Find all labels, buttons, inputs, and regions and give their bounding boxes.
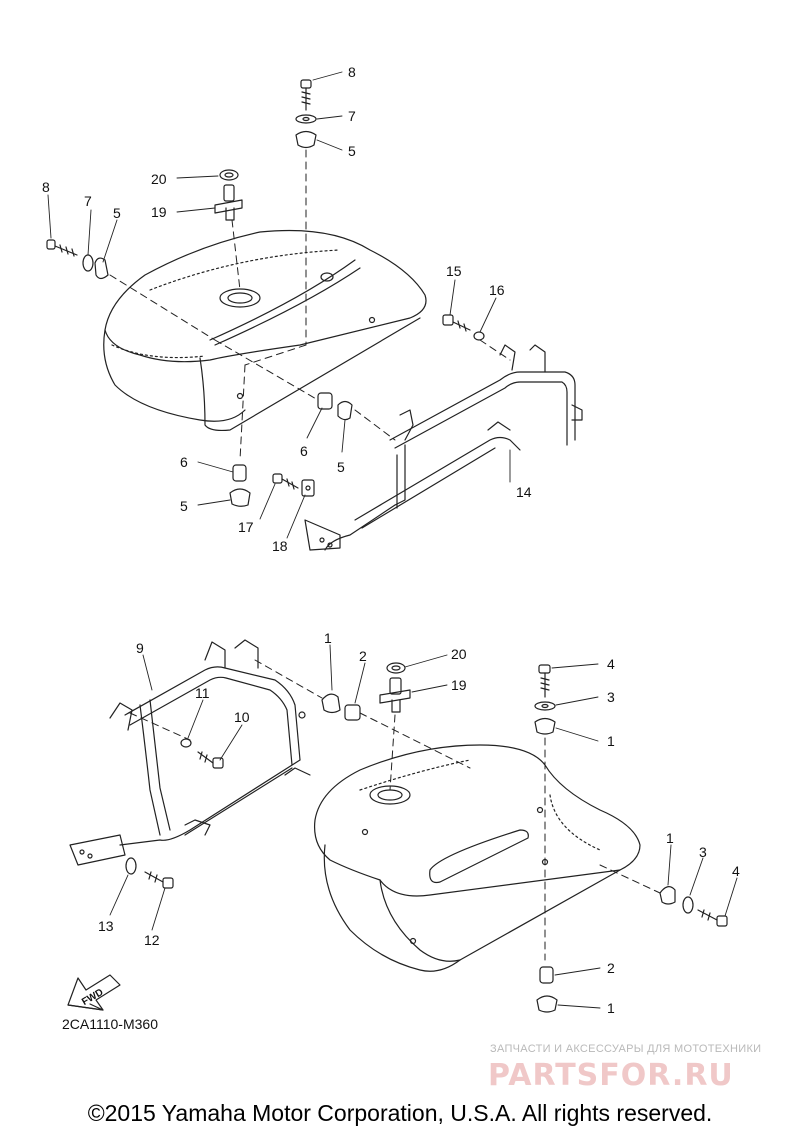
copyright-notice: ©2015 Yamaha Motor Corporation, U.S.A. A… [87, 1100, 713, 1126]
label-part-6: 6 [300, 443, 308, 459]
label-part-19: 19 [451, 677, 467, 693]
label-part-16: 16 [489, 282, 505, 298]
leader-lines-lower [109, 644, 738, 1009]
leader-dashes-upper [109, 149, 511, 461]
watermark-tagline: ЗАПЧАСТИ И АКСЕССУАРЫ ДЛЯ МОТОТЕХНИКИ [490, 1043, 762, 1055]
label-part-20: 20 [151, 171, 167, 187]
label-part-20: 20 [451, 646, 467, 662]
label-part-17: 17 [238, 519, 254, 535]
label-part-2: 2 [607, 960, 615, 976]
watermark-logo: PARTSFOR.RU [488, 1058, 734, 1093]
frame-lower [69, 639, 311, 866]
label-part-1: 1 [607, 1000, 615, 1016]
leader-dashes-lower [129, 659, 661, 961]
part-labels-lower: 9 1 2 20 19 4 3 1 11 10 1 3 4 13 12 2 1 [98, 630, 740, 1016]
label-part-11: 11 [195, 685, 210, 701]
hardware-lower [125, 662, 728, 1013]
label-part-4: 4 [732, 863, 740, 879]
label-part-6: 6 [180, 454, 188, 470]
label-part-1: 1 [324, 630, 332, 646]
label-part-1: 1 [607, 733, 615, 749]
label-part-2: 2 [359, 648, 367, 664]
part-labels-upper: 8 7 5 20 19 8 7 5 15 16 6 5 6 5 14 17 18 [42, 64, 532, 554]
label-part-3: 3 [607, 689, 615, 705]
saddlebag-lower [313, 744, 641, 972]
fwd-arrow-icon [67, 974, 121, 1011]
label-part-9: 9 [136, 640, 144, 656]
label-part-5: 5 [180, 498, 188, 514]
label-part-14: 14 [516, 484, 532, 500]
label-part-10: 10 [234, 709, 250, 725]
label-part-3: 3 [699, 844, 707, 860]
label-part-19: 19 [151, 204, 167, 220]
label-part-13: 13 [98, 918, 114, 934]
label-part-7: 7 [348, 108, 356, 124]
label-part-5: 5 [348, 143, 356, 159]
frame-upper [301, 344, 583, 551]
label-part-18: 18 [272, 538, 288, 554]
label-part-8: 8 [348, 64, 356, 80]
saddlebag-upper [103, 229, 427, 432]
label-part-8: 8 [42, 179, 50, 195]
drawing-code: 2CA1110-M360 [62, 1016, 158, 1032]
label-part-15: 15 [446, 263, 462, 279]
hardware-upper [46, 79, 485, 507]
label-part-7: 7 [84, 193, 92, 209]
label-part-1: 1 [666, 830, 674, 846]
label-part-5: 5 [113, 205, 121, 221]
label-part-12: 12 [144, 932, 160, 948]
label-part-4: 4 [607, 656, 615, 672]
label-part-5: 5 [337, 459, 345, 475]
leader-lines-upper [47, 71, 511, 539]
